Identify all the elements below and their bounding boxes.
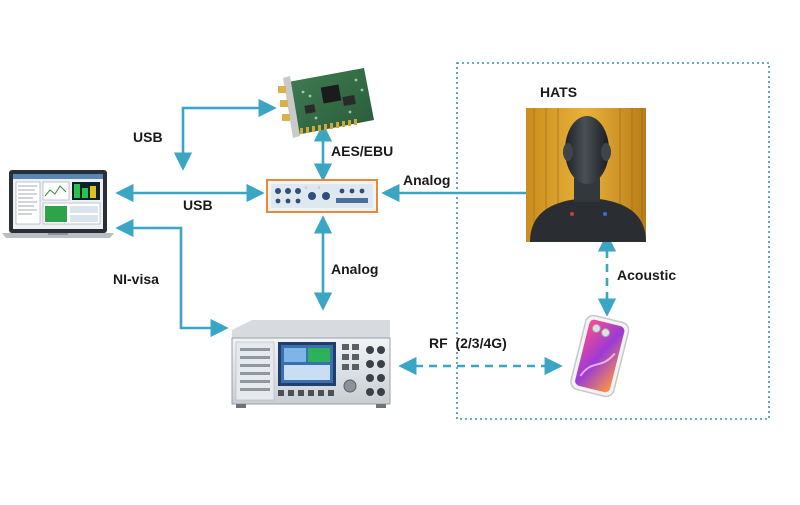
usb-label-mid: USB (183, 197, 213, 213)
usb-label-top: USB (133, 129, 163, 145)
radio-communication-tester-icon (231, 320, 391, 408)
connector-lines (115, 98, 526, 338)
wireless-links (398, 233, 617, 376)
rf-label: RF (2/3/4G) (429, 335, 507, 351)
audio-interface-icon (266, 179, 378, 213)
smartphone-icon (570, 314, 630, 398)
analog-tester-label: Analog (331, 261, 379, 277)
acoustic-label: Acoustic (617, 267, 677, 283)
hats-enclosure-box (456, 62, 770, 420)
laptop-icon (2, 170, 114, 238)
ni-visa-link (115, 218, 229, 338)
usb-link-pci-card (173, 98, 277, 171)
hats-label: HATS (540, 84, 578, 100)
hats-head-icon (526, 108, 646, 242)
ni-visa-label: NI-visa (113, 271, 159, 287)
aes-ebu-label: AES/EBU (331, 143, 394, 159)
pci-audio-card-icon (278, 68, 374, 138)
analog-hats-label: Analog (403, 172, 451, 188)
